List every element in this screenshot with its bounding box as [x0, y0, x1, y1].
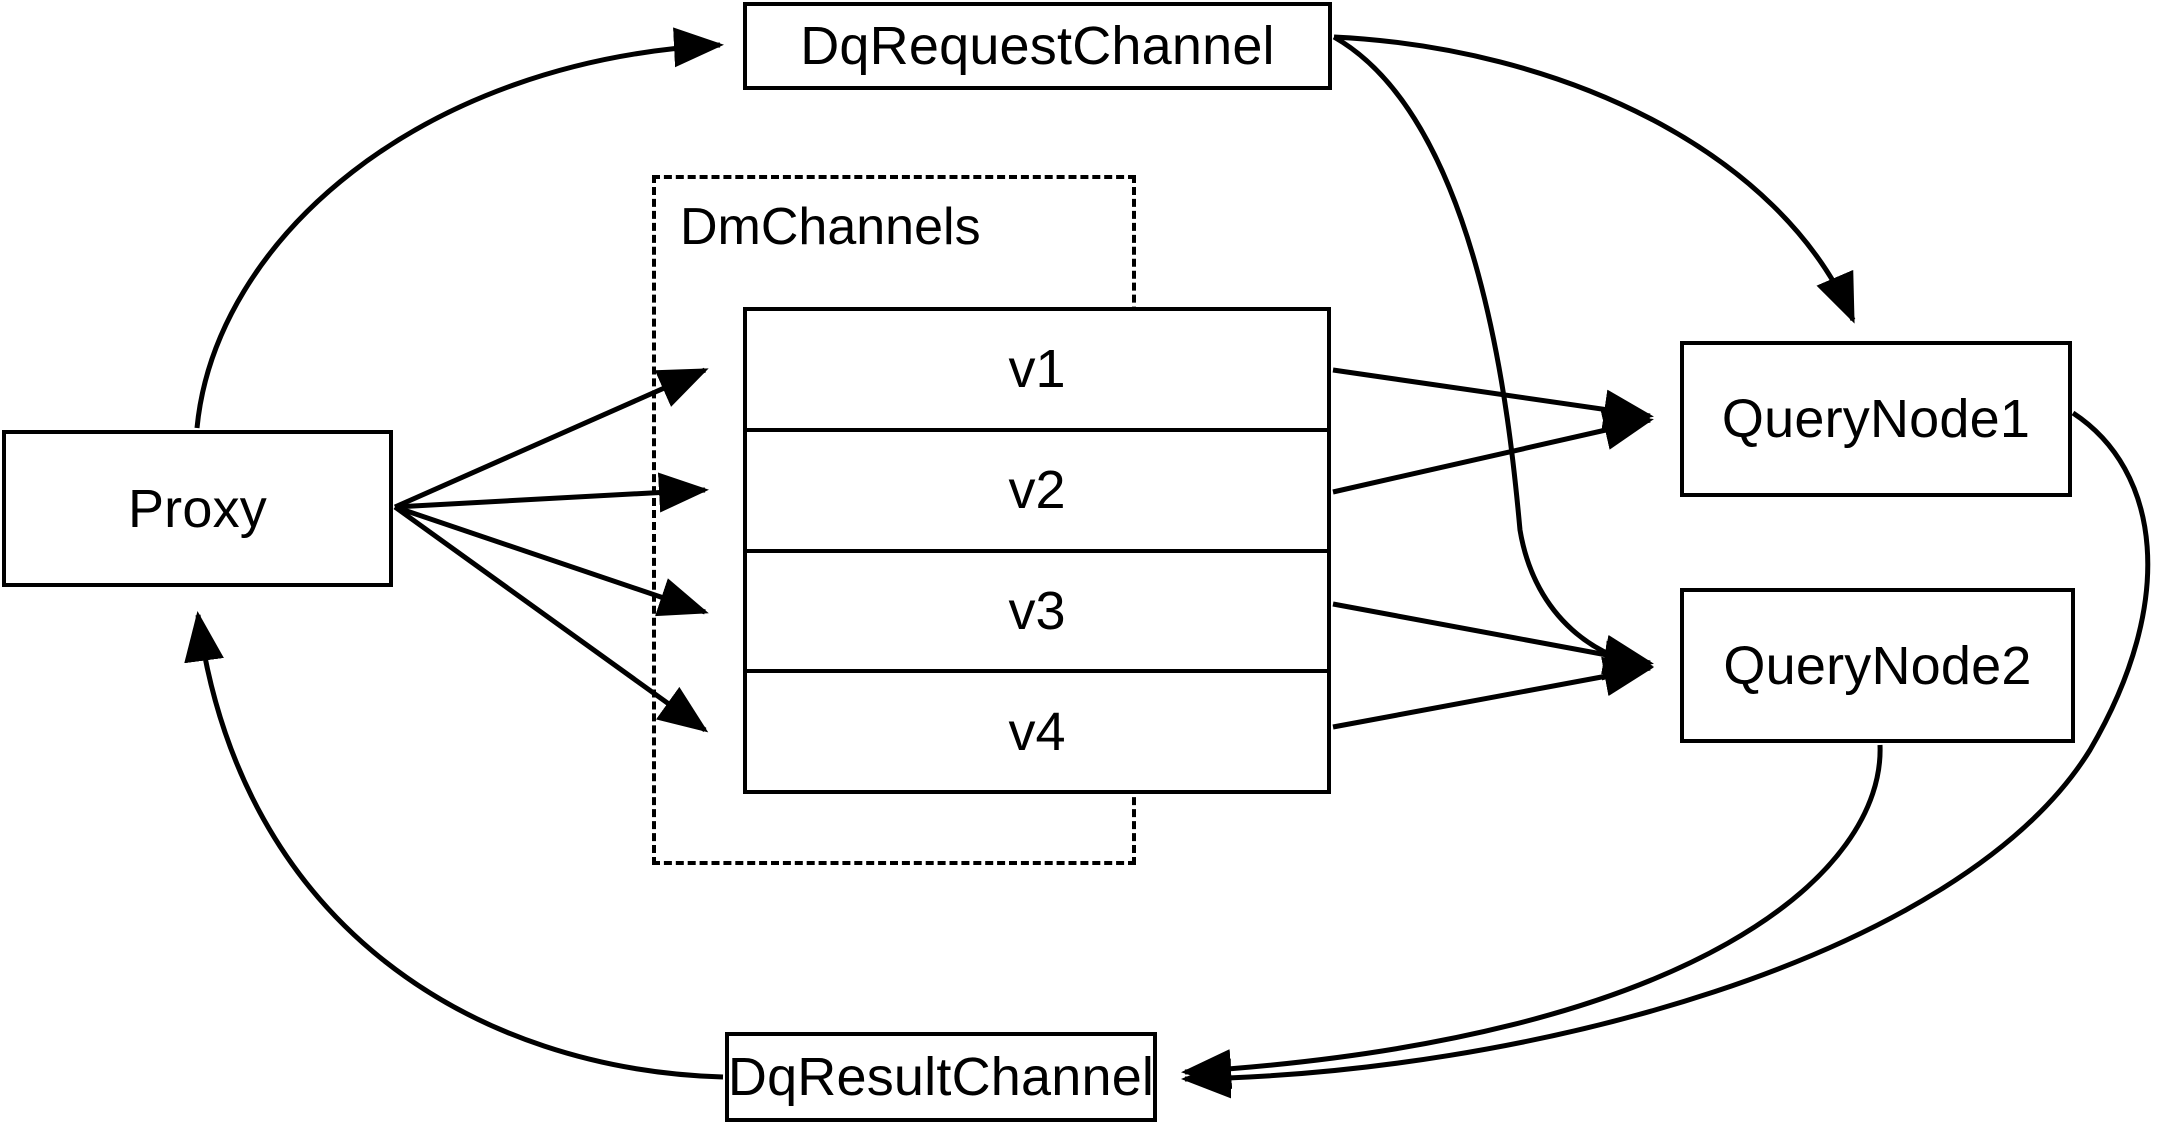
node-query-node-1-label: QueryNode1 — [1721, 389, 2031, 449]
node-query-node-2[interactable]: QueryNode2 — [1680, 588, 2075, 743]
vchannel-row-v4[interactable]: v4 — [747, 673, 1327, 790]
node-dq-result-channel-label: DqResultChannel — [727, 1047, 1155, 1107]
edge-dqrequestchannel-to-querynode2 — [1332, 34, 1654, 681]
vchannel-stack: v1 v2 v3 v4 — [743, 307, 1331, 794]
edge-v3-to-querynode2 — [1332, 601, 1654, 675]
node-proxy-label: Proxy — [127, 478, 268, 539]
vchannel-label-v3: v3 — [1008, 580, 1066, 641]
node-dq-request-channel[interactable]: DqRequestChannel — [743, 2, 1332, 90]
vchannel-label-v2: v2 — [1008, 460, 1066, 521]
edge-dqresultchannel-to-proxy — [184, 611, 724, 1080]
edge-dqrequestchannel-to-querynode1 — [1333, 34, 1856, 324]
vchannel-label-v4: v4 — [1008, 701, 1066, 762]
edge-v4-to-querynode2 — [1332, 656, 1654, 730]
node-query-node-2-label: QueryNode2 — [1723, 635, 2032, 696]
node-dq-request-channel-label: DqRequestChannel — [800, 16, 1275, 76]
edge-proxy-to-dqrequestchannel — [194, 27, 724, 429]
edge-v1-to-querynode1 — [1332, 367, 1654, 430]
vchannel-row-v1[interactable]: v1 — [747, 311, 1327, 432]
node-proxy[interactable]: Proxy — [2, 430, 393, 587]
vchannel-row-v3[interactable]: v3 — [747, 552, 1327, 674]
edge-v2-to-querynode1 — [1332, 410, 1654, 495]
node-dq-result-channel[interactable]: DqResultChannel — [725, 1032, 1157, 1122]
vchannel-row-v2[interactable]: v2 — [747, 431, 1327, 553]
node-query-node-1[interactable]: QueryNode1 — [1680, 341, 2072, 497]
dmchannels-group-label: DmChannels — [680, 198, 981, 256]
edge-querynode2-to-dqresultchannel — [1181, 744, 1883, 1090]
vchannel-label-v1: v1 — [1008, 339, 1066, 400]
